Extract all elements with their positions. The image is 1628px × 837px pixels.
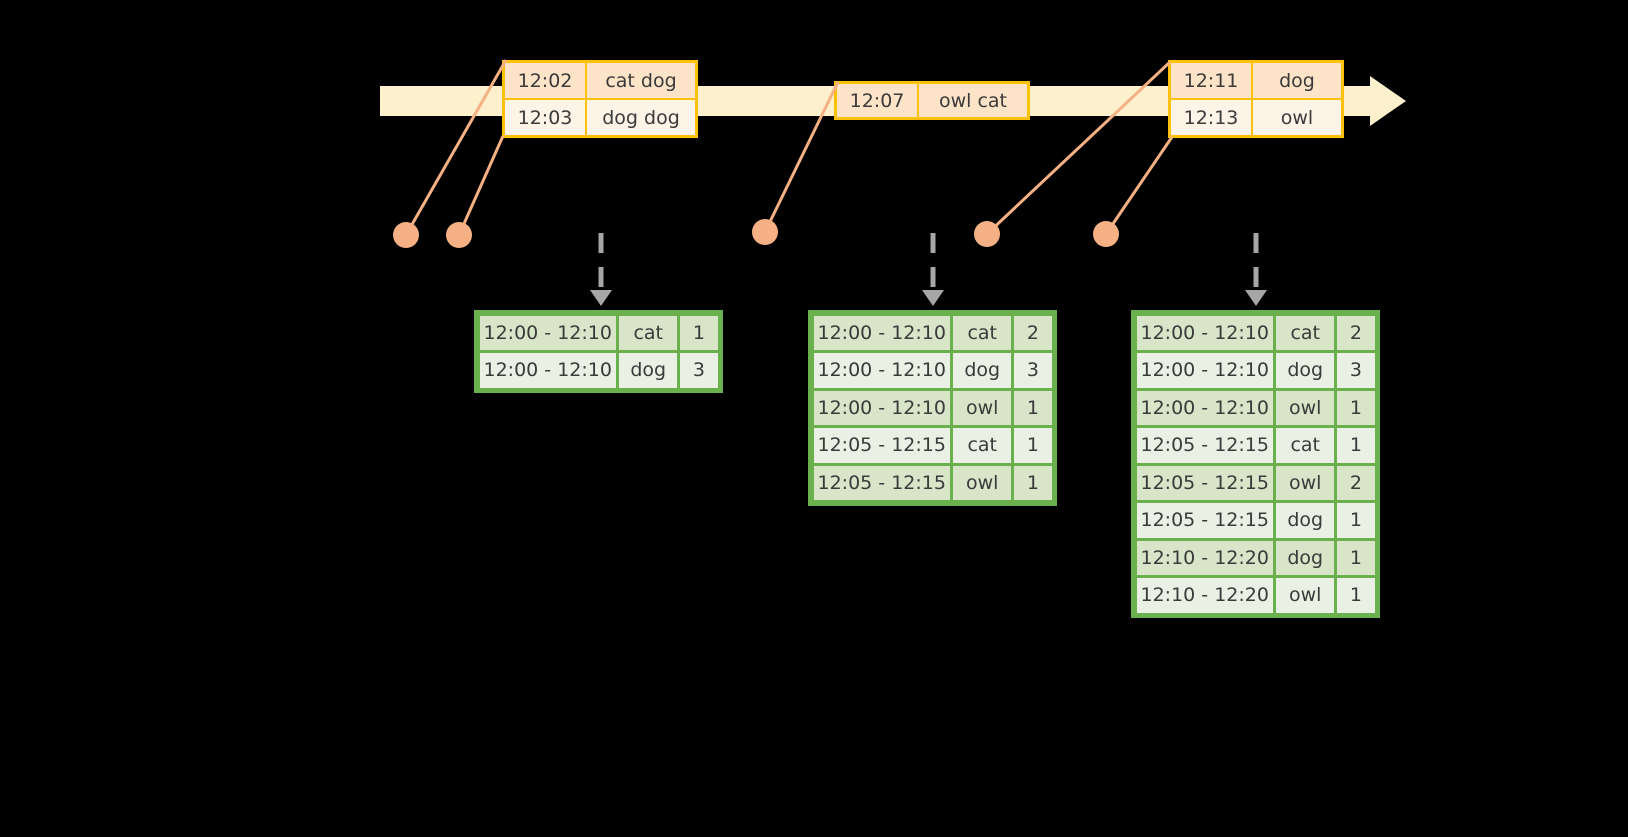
- connector-dot: [1093, 221, 1119, 247]
- result-window: 12:00 - 12:10: [479, 353, 616, 388]
- result-window: 12:00 - 12:10: [479, 315, 616, 350]
- result-count: 2: [1014, 315, 1052, 350]
- result-word: cat: [952, 428, 1012, 463]
- result-word: owl: [1275, 390, 1335, 425]
- timeline-arrowhead-icon: [1370, 76, 1406, 126]
- result-word: dog: [952, 353, 1012, 388]
- result-count: 1: [1014, 465, 1052, 500]
- result-word: cat: [1275, 315, 1335, 350]
- connector-dot: [393, 222, 419, 248]
- result-window: 12:00 - 12:10: [813, 315, 950, 350]
- result-word: owl: [952, 390, 1012, 425]
- result-window: 12:00 - 12:10: [813, 353, 950, 388]
- result-count: 2: [1337, 315, 1375, 350]
- timeline-event-row: 12:13 owl: [1171, 98, 1341, 135]
- connector-line: [1104, 136, 1174, 235]
- result-word: dog: [618, 353, 678, 388]
- timeline-event-box-1[interactable]: 12:02 cat dog 12:03 dog dog: [502, 60, 698, 138]
- connector-dot: [974, 221, 1000, 247]
- result-count: 1: [1014, 428, 1052, 463]
- result-word: cat: [1275, 428, 1335, 463]
- result-window: 12:00 - 12:10: [1136, 315, 1273, 350]
- event-words: dog: [1253, 63, 1341, 98]
- event-words: cat dog: [587, 63, 695, 98]
- result-window: 12:05 - 12:15: [1136, 465, 1273, 500]
- result-window: 12:10 - 12:20: [1136, 578, 1273, 613]
- event-time: 12:03: [505, 100, 587, 135]
- event-time: 12:11: [1171, 63, 1253, 98]
- timeline-event-box-3[interactable]: 12:11 dog 12:13 owl: [1168, 60, 1344, 138]
- flow-arrow-head-icon: [922, 290, 944, 306]
- timeline-event-row: 12:11 dog: [1171, 63, 1341, 98]
- timeline-event-row: 12:07 owl cat: [837, 84, 1027, 117]
- event-time: 12:02: [505, 63, 587, 98]
- result-window: 12:00 - 12:10: [813, 390, 950, 425]
- event-words: owl cat: [919, 84, 1027, 117]
- result-count: 3: [1014, 353, 1052, 388]
- result-word: dog: [1275, 353, 1335, 388]
- result-count: 1: [1337, 390, 1375, 425]
- result-count: 1: [1337, 503, 1375, 538]
- result-count: 3: [1337, 353, 1375, 388]
- result-word: dog: [1275, 503, 1335, 538]
- event-time: 12:07: [837, 84, 919, 117]
- result-window: 12:05 - 12:15: [813, 428, 950, 463]
- flow-arrow-head-icon: [590, 290, 612, 306]
- event-time: 12:13: [1171, 100, 1253, 135]
- connector-line: [457, 135, 505, 236]
- result-window: 12:05 - 12:15: [1136, 503, 1273, 538]
- flow-arrow-head-icon: [1245, 290, 1267, 306]
- result-word: owl: [1275, 578, 1335, 613]
- result-count: 1: [1337, 540, 1375, 575]
- result-word: cat: [618, 315, 678, 350]
- result-count: 2: [1337, 465, 1375, 500]
- result-word: cat: [952, 315, 1012, 350]
- result-count: 1: [1337, 578, 1375, 613]
- timeline-event-box-2[interactable]: 12:07 owl cat: [834, 81, 1030, 120]
- result-count: 1: [1337, 428, 1375, 463]
- event-words: owl: [1253, 100, 1341, 135]
- result-count: 3: [680, 353, 718, 388]
- result-window: 12:00 - 12:10: [1136, 353, 1273, 388]
- timeline-event-row: 12:03 dog dog: [505, 98, 695, 135]
- result-word: dog: [1275, 540, 1335, 575]
- result-word: owl: [952, 465, 1012, 500]
- timeline-event-row: 12:02 cat dog: [505, 63, 695, 98]
- connector-dot: [752, 219, 778, 245]
- connector-dot: [446, 222, 472, 248]
- event-words: dog dog: [587, 100, 695, 135]
- result-count: 1: [680, 315, 718, 350]
- result-word: owl: [1275, 465, 1335, 500]
- result-window: 12:00 - 12:10: [1136, 390, 1273, 425]
- result-window: 12:05 - 12:15: [813, 465, 950, 500]
- result-window: 12:05 - 12:15: [1136, 428, 1273, 463]
- result-window: 12:10 - 12:20: [1136, 540, 1273, 575]
- result-count: 1: [1014, 390, 1052, 425]
